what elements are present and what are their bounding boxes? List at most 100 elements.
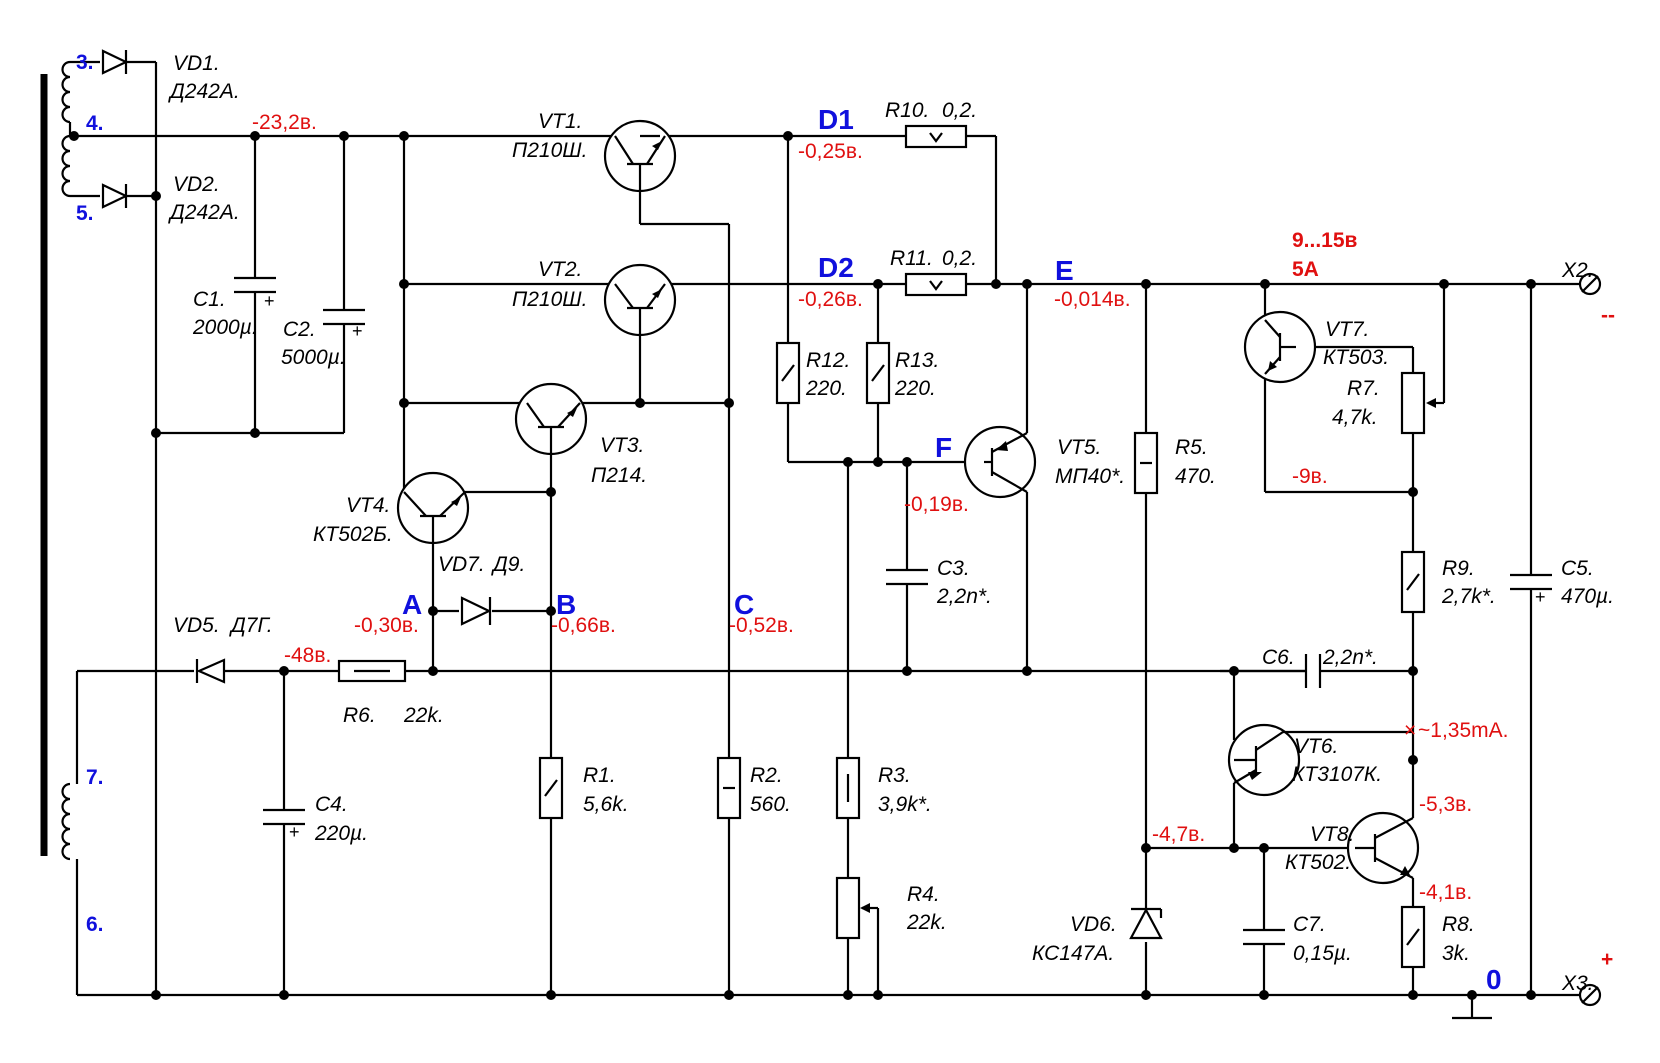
zener-vd6	[1129, 907, 1163, 940]
r5-name: R5.	[1175, 436, 1208, 459]
diode-vd7	[460, 596, 492, 626]
voltage-vt7: -9в.	[1292, 465, 1328, 488]
transistor-vt8	[1346, 811, 1420, 885]
vt7-value: КТ503.	[1323, 346, 1389, 369]
capacitor-c7	[1243, 928, 1285, 946]
capacitor-c2: +	[323, 308, 365, 341]
c1-name: C1.	[193, 288, 226, 311]
vt1-value: П210Ш.	[512, 139, 587, 162]
pin-6-label: 6.	[86, 913, 104, 936]
vt1-name: VT1.	[538, 110, 582, 133]
diode-vd2	[101, 183, 129, 209]
pin-3-label: 3.	[76, 51, 94, 74]
resistor-r1	[538, 756, 564, 820]
resistor-r11	[904, 272, 968, 297]
output-voltage-range: 9...15в	[1292, 229, 1358, 252]
vd7-value: Д9.	[491, 553, 525, 576]
voltage-vt8-emitter: -4,1в.	[1419, 881, 1472, 904]
r6-name: R6.	[343, 704, 376, 727]
c6-name: C6.	[1262, 646, 1295, 669]
resistor-r12	[775, 341, 801, 405]
vd6-value: КС147А.	[1032, 942, 1114, 965]
r2-value: 560.	[750, 793, 791, 816]
r3-name: R3.	[878, 764, 911, 787]
voltage-e: -0,014в.	[1054, 288, 1131, 311]
node-d2-label: D2	[818, 252, 854, 283]
vd7-name: VD7.	[438, 553, 485, 576]
resistor-r6	[337, 659, 407, 683]
transistor-vt2	[603, 263, 677, 337]
resistor-r2	[716, 756, 742, 820]
transistor-vt1	[603, 119, 677, 193]
c7-name: C7.	[1293, 913, 1326, 936]
pin-4-label: 4.	[86, 112, 104, 135]
transistor-vt3	[514, 382, 588, 456]
node-zero-label: 0	[1486, 964, 1502, 995]
resistor-r9	[1400, 550, 1426, 614]
voltage-d2: -0,26в.	[798, 288, 863, 311]
output-plus: +	[1601, 948, 1613, 971]
output-minus: --	[1601, 304, 1615, 327]
vd6-name: VD6.	[1070, 913, 1117, 936]
node-a-label: A	[402, 589, 422, 620]
x3-label: X3.	[1561, 972, 1594, 995]
junction-dots	[69, 131, 1536, 1000]
r4-value: 22k.	[906, 911, 947, 934]
vt4-value: КТ502Б.	[313, 523, 393, 546]
r11-name: R11.	[890, 247, 933, 270]
capacitor-c4: +	[263, 808, 305, 842]
c2-value: 5000µ.	[281, 346, 346, 369]
vt6-value: КТ3107К.	[1292, 763, 1382, 786]
resistor-r10	[904, 124, 968, 149]
voltage-d1: -0,25в.	[798, 140, 863, 163]
c7-value: 0,15µ.	[1293, 942, 1352, 965]
r5-value: 470.	[1175, 465, 1216, 488]
r13-name: R13.	[895, 349, 939, 372]
vt5-value: МП40*.	[1055, 465, 1125, 488]
r2-name: R2.	[750, 764, 783, 787]
transistor-vt6	[1227, 723, 1413, 797]
voltage-rectifier: -23,2в.	[252, 111, 317, 134]
resistor-r5	[1133, 431, 1159, 495]
terminal-x2	[1578, 272, 1602, 296]
r8-value: 3k.	[1442, 942, 1470, 965]
r10-name: R10.	[885, 99, 929, 122]
current-reference: ~1,35mA.	[1418, 719, 1508, 742]
r3-value: 3,9k*.	[878, 793, 932, 816]
voltage-a: -0,30в.	[354, 614, 419, 637]
voltage-vt8-collector: -5,3в.	[1419, 793, 1472, 816]
c2-name: C2.	[283, 318, 316, 341]
r1-value: 5,6k.	[583, 793, 629, 816]
potentiometer-r4	[835, 876, 878, 940]
r10-value: 0,2.	[942, 99, 977, 122]
transistor-vt7	[1243, 310, 1317, 384]
diode-vd5	[195, 658, 226, 684]
resistor-r8	[1400, 905, 1426, 969]
svg-text:+: +	[352, 321, 363, 341]
transistor-vt5	[963, 425, 1037, 499]
vt3-value: П214.	[591, 464, 647, 487]
resistor-r13	[865, 341, 891, 405]
r9-value: 2,7k*.	[1441, 585, 1496, 608]
pin-7-label: 7.	[86, 766, 104, 789]
voltage-neg48: -48в.	[284, 644, 331, 667]
pin-5-label: 5.	[76, 202, 94, 225]
r8-name: R8.	[1442, 913, 1475, 936]
c3-value: 2,2n*.	[936, 585, 992, 608]
potentiometer-r7	[1400, 371, 1436, 435]
wires	[40, 60, 1590, 1020]
vt2-name: VT2.	[538, 258, 582, 281]
c3-name: C3.	[937, 557, 970, 580]
c4-name: C4.	[315, 793, 348, 816]
capacitor-c3	[886, 568, 928, 586]
voltage-b: -0,66в.	[551, 614, 616, 637]
svg-text:+: +	[1535, 587, 1546, 607]
vd2-name: VD2.	[173, 173, 220, 196]
svg-text:+: +	[264, 291, 275, 311]
capacitor-c1: +	[234, 276, 276, 311]
c1-value: 2000µ.	[192, 316, 258, 339]
r1-name: R1.	[583, 764, 616, 787]
vt6-name: VT6.	[1294, 735, 1338, 758]
diode-vd1	[101, 49, 129, 75]
voltage-vd6: -4,7в.	[1152, 823, 1205, 846]
